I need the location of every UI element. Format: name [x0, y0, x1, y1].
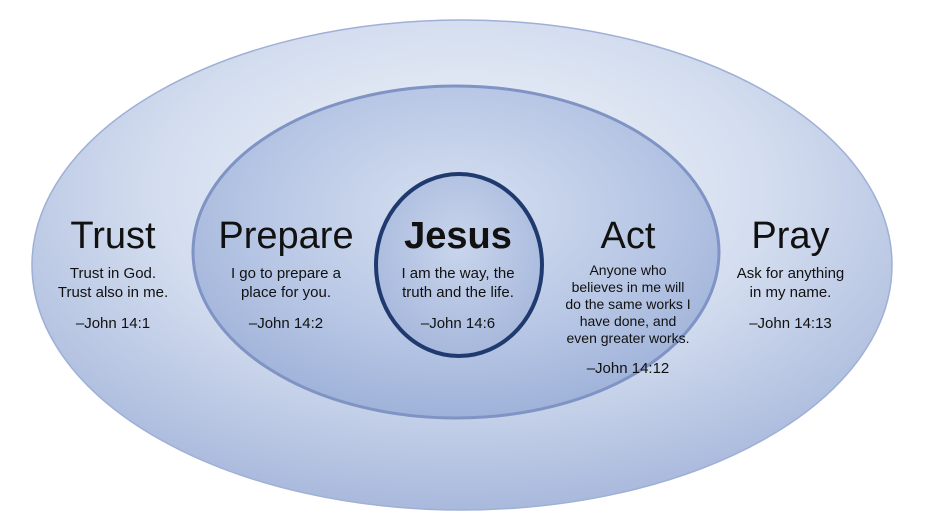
pray-text: Ask for anything in my name.: [718, 264, 863, 302]
jesus-section: Jesus I am the way, the truth and the li…: [383, 214, 533, 333]
act-title: Act: [600, 215, 656, 257]
act-line: do the same works I: [565, 296, 691, 312]
pray-section: Pray Ask for anything in my name. –John …: [718, 214, 863, 333]
act-line: even greater works.: [566, 330, 690, 346]
act-reference: –John 14:12: [586, 360, 670, 377]
jesus-text: I am the way, the truth and the life.: [383, 264, 533, 302]
prepare-text: I go to prepare a place for you.: [205, 264, 367, 302]
prepare-line: place for you.: [240, 284, 332, 301]
prepare-title: Prepare: [218, 215, 354, 257]
jesus-line: I am the way, the: [401, 265, 515, 282]
trust-section: Trust Trust in God. Trust also in me. –J…: [38, 214, 188, 333]
pray-line: Ask for anything: [736, 265, 845, 282]
act-line: Anyone who: [589, 262, 667, 278]
trust-title: Trust: [70, 215, 156, 257]
trust-line: Trust in God.: [69, 265, 157, 282]
jesus-line: truth and the life.: [402, 284, 514, 301]
center-circle: [374, 172, 544, 358]
jesus-title: Jesus: [404, 215, 512, 257]
jesus-reference: –John 14:6: [420, 315, 496, 332]
act-section: Act Anyone who believes in me will do th…: [548, 214, 708, 378]
pray-reference: –John 14:13: [749, 315, 832, 332]
trust-reference: –John 14:1: [75, 315, 151, 332]
trust-text: Trust in God. Trust also in me.: [38, 264, 188, 302]
act-text: Anyone who believes in me will do the sa…: [548, 262, 708, 347]
pray-title: Pray: [751, 215, 830, 257]
act-line: believes in me will: [571, 279, 685, 295]
act-line: have done, and: [579, 313, 677, 329]
pray-line: in my name.: [749, 284, 832, 301]
prepare-section: Prepare I go to prepare a place for you.…: [205, 214, 367, 333]
prepare-reference: –John 14:2: [248, 315, 324, 332]
prepare-line: I go to prepare a: [230, 265, 342, 282]
trust-line: Trust also in me.: [57, 284, 169, 301]
